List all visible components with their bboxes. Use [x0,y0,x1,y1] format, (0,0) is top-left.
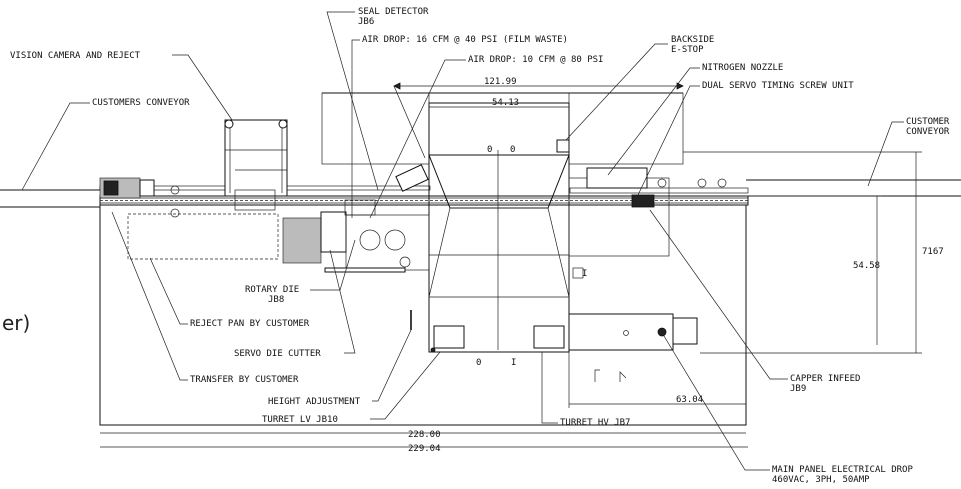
sensor-marker: I [582,269,587,279]
turret-corner-pin [430,347,436,353]
dim-121-value: 121.99 [484,77,517,87]
customer-conveyor-leader [867,121,904,187]
turret-hv-box [533,325,565,349]
air-drop-1-label: AIR DROP: 16 CFM @ 40 PSI (FILM WASTE) [362,35,568,45]
turret-lv-label: TURRET LV JB10 [262,415,338,425]
rotary-die-roll-2 [384,229,406,251]
rotary-die-assembly [345,214,430,271]
conveyor-label: CONVEYOR [906,127,950,137]
vision-camera-leader [172,54,233,121]
dual-servo-leader [637,85,700,196]
air-drop-2-label: AIR DROP: 10 CFM @ 80 PSI [468,55,603,65]
dual-servo-timing-unit [586,167,648,189]
seal-detector-leader [326,11,379,191]
dual-servo-label: DUAL SERVO TIMING SCREW UNIT [702,81,854,91]
turret-lower-taper [428,207,570,298]
main-panel-spec: 460VAC, 3PH, 50AMP [772,475,870,485]
vision-camera-post-left [224,119,234,129]
customer-label: CUSTOMER [906,117,950,127]
rotary-die-label: ROTARY DIE [245,285,299,295]
capper-infeed-block [631,194,655,208]
conveyor-bolt-3 [657,178,667,188]
dim-5413-value: 54.13 [492,98,519,108]
conveyor-bolt-1 [170,185,180,195]
turret-housing [428,102,570,353]
timing-screw-housing [568,177,670,257]
air-drop-1-leader [351,39,360,218]
turret-marker-top-left: 0 [487,145,492,155]
vision-camera-label: VISION CAMERA AND REJECT [10,51,141,61]
turret-marker-bottom-left: 0 [476,358,481,368]
rotary-die-jb: JB8 [268,295,284,305]
dim-5458-value: 54.58 [853,261,880,271]
turret-hv-leader [541,352,558,424]
servo-die-cutter-leader [329,249,356,354]
transfer-leader [111,211,188,381]
machine-footprint [99,196,747,426]
reject-pan-leader [149,257,188,325]
reject-pan-outline [127,213,279,260]
conveyor-motor-cap [103,180,119,196]
height-adjust-rail [324,267,406,273]
panel-indicator [623,330,629,336]
main-panel-label: MAIN PANEL ELECTRICAL DROP [772,465,913,475]
dim-7167-value: 7167 [922,247,944,257]
vision-camera-post-right [278,119,288,129]
panel-conduit-entry [657,327,667,337]
cropped-text-fragment: er) [2,311,30,335]
capper-infeed-jb: JB9 [790,384,806,394]
seal-detector-head [395,164,429,192]
dim-228-value: 228.00 [408,430,441,440]
servo-die-cutter-gearbox [320,211,347,253]
backside-estop-leader [565,43,668,141]
conveyor-bolt-5 [697,178,707,188]
seal-detector-jb: JB6 [358,17,374,27]
seal-detector-label: SEAL DETECTOR [358,7,429,17]
reject-pan-label: REJECT PAN BY CUSTOMER [190,319,310,329]
dim-121-arrow-right [676,82,684,90]
estop-label: E-STOP [671,45,704,55]
turret-marker-top-right: 0 [510,145,515,155]
vision-camera-unit [224,119,288,197]
floor-marker-2 [619,371,627,382]
dim-121-leader [393,85,426,159]
air-drop-2-leader [369,59,466,219]
dim-22904-value: 229.04 [408,444,441,454]
height-adjustment-leader [372,329,412,402]
main-panel-side-box [672,317,698,345]
sensor-box [572,267,584,279]
transfer-label: TRANSFER BY CUSTOMER [190,375,299,385]
customers-conveyor-label: CUSTOMERS CONVEYOR [92,98,190,108]
rotary-die-roll-3 [399,256,411,268]
conveyor-bolt-2 [170,208,180,218]
conveyor-gearbox [139,179,155,197]
main-electrical-panel [568,313,674,351]
rotary-die-roll-1 [359,229,381,251]
nitrogen-nozzle-leader [607,67,700,176]
customers-conveyor-leader [21,102,90,191]
turret-marker-bottom-right: I [511,358,516,368]
upper-hood-left [321,92,430,165]
servo-die-cutter-label: SERVO DIE CUTTER [234,349,321,359]
reject-mechanism [234,189,276,211]
capper-infeed-label: CAPPER INFEED [790,374,860,384]
backside-estop-button [556,139,570,153]
turret-hv-label: TURRET HV JB7 [560,418,630,428]
height-adjustment-label: HEIGHT ADJUSTMENT [268,397,361,407]
dim-121-arrow-left [393,82,401,90]
conveyor-bolt-4 [717,178,727,188]
conveyor-top-rail-right [569,187,749,194]
main-panel-leader [663,335,770,471]
backside-label: BACKSIDE [671,35,714,45]
nitrogen-nozzle-label: NITROGEN NOZZLE [702,63,783,73]
dim-6304-value: 63.04 [676,395,703,405]
upper-hood-right [568,92,684,165]
turret-lv-leader [370,351,441,420]
capper-infeed-leader [649,209,788,380]
servo-die-cutter-motor [282,217,322,264]
floor-marker-1 [594,369,600,382]
turret-lv-box [433,325,465,349]
